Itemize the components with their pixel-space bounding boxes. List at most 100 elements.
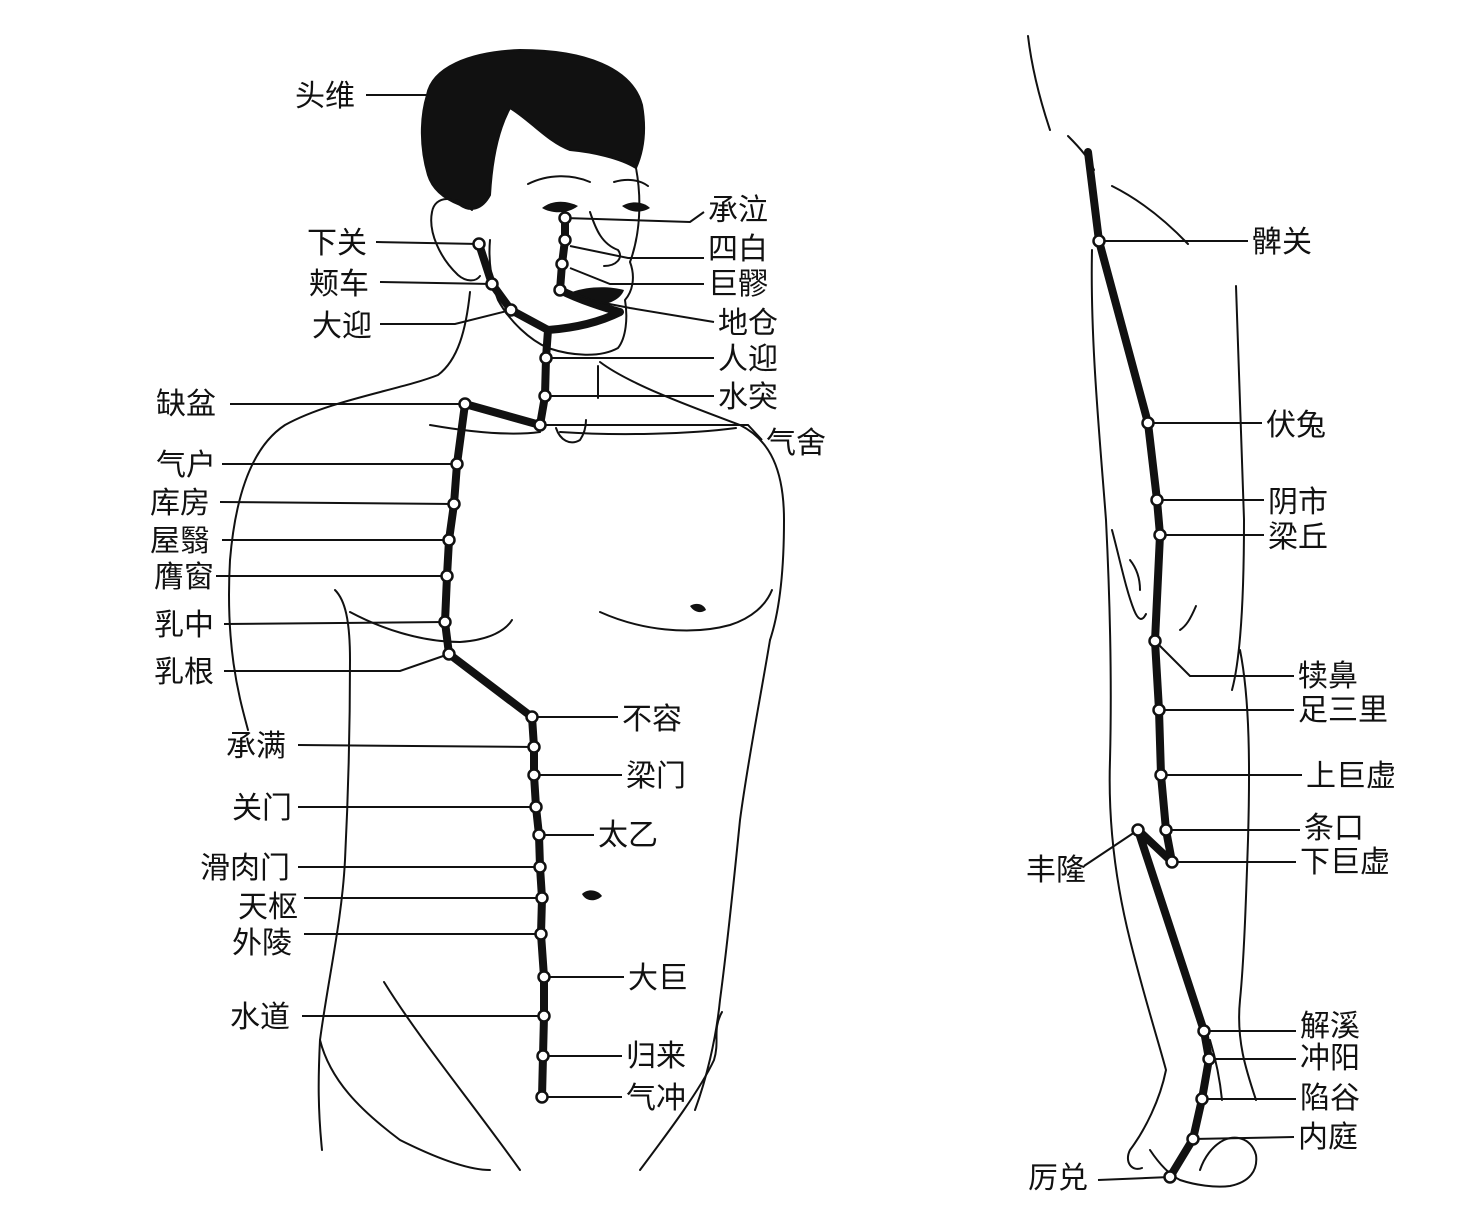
torso-point-daju: 大巨 xyxy=(537,961,688,996)
acupoint-label: 水道 xyxy=(230,1000,290,1035)
leader-line xyxy=(1154,640,1294,677)
acupoint-label: 颊车 xyxy=(309,267,369,302)
torso-point-taiyi: 太乙 xyxy=(532,818,658,853)
leg-figure xyxy=(1027,35,1258,1188)
leader-line xyxy=(297,744,535,748)
torso-point-xiaguan: 下关 xyxy=(307,226,486,261)
acupoint-marker xyxy=(537,970,551,984)
acupoint-label: 伏兔 xyxy=(1266,408,1326,443)
leg-point-tiaokou: 条口 xyxy=(1159,811,1364,846)
nose xyxy=(589,211,622,267)
acupoint-label: 水突 xyxy=(718,380,778,415)
torso-point-renying: 人迎 xyxy=(539,342,778,377)
acupoint-label: 内庭 xyxy=(1298,1120,1358,1155)
torso-point-quepen: 缺盆 xyxy=(156,387,472,422)
neck-left xyxy=(229,291,471,561)
torso-figure xyxy=(228,48,785,1171)
navel xyxy=(582,890,602,901)
torso-point-qichong: 气冲 xyxy=(535,1081,686,1116)
acupoint-marker xyxy=(555,257,569,271)
acupoint-label: 巨髎 xyxy=(708,267,768,302)
right-eyebrow xyxy=(613,178,649,187)
leader-line xyxy=(1097,1176,1171,1181)
acupoint-label: 滑肉门 xyxy=(200,851,290,886)
acupoint-label: 厉兑 xyxy=(1028,1161,1088,1196)
ankle-line xyxy=(1209,1039,1223,1101)
leader-line xyxy=(567,295,715,323)
torso-point-shuidao: 水道 xyxy=(230,1000,551,1035)
torso-point-ruzhong: 乳中 xyxy=(154,608,452,643)
torso-point-liangmen: 梁门 xyxy=(527,759,686,794)
acupoint-marker xyxy=(472,237,486,251)
acupoint-marker xyxy=(1150,493,1164,507)
acupoint-marker xyxy=(539,351,553,365)
acupoint-marker xyxy=(558,211,572,225)
leg-point-lidui: 厉兑 xyxy=(1028,1161,1177,1196)
acupoint-label: 犊鼻 xyxy=(1298,659,1358,694)
leg-back-thigh xyxy=(1231,285,1245,691)
left-inguinal xyxy=(383,981,521,1171)
leader-line xyxy=(375,241,480,245)
acupoint-label: 乳根 xyxy=(154,655,214,690)
acupoint-label: 下关 xyxy=(307,226,367,261)
face-outline xyxy=(488,167,641,356)
acupoint-marker xyxy=(1159,823,1173,837)
acupoint-label: 外陵 xyxy=(232,926,292,961)
leg-back-outline xyxy=(1027,35,1095,171)
acupoint-marker xyxy=(458,397,472,411)
torso-point-shuitu: 水突 xyxy=(538,380,778,415)
clavicle-left xyxy=(429,424,541,435)
acupoint-label: 承满 xyxy=(226,729,286,764)
acupoint-label: 不容 xyxy=(622,702,682,737)
hair xyxy=(420,48,645,210)
neck-right xyxy=(599,361,785,641)
acupoint-marker xyxy=(1163,1170,1177,1184)
leader-line xyxy=(223,621,446,625)
acupoint-marker xyxy=(1195,1092,1209,1106)
leg-point-futu: 伏兔 xyxy=(1141,408,1326,443)
ear xyxy=(430,198,481,282)
acupoint-marker xyxy=(553,283,567,297)
acupoint-marker xyxy=(538,389,552,403)
torso-point-jiache: 颊车 xyxy=(309,267,499,302)
acupoint-marker xyxy=(442,647,456,661)
acupoint-label: 膺窗 xyxy=(154,560,214,595)
acupoint-label: 归来 xyxy=(626,1039,686,1074)
torso-meridian-path xyxy=(441,214,624,1101)
acupoint-label: 大迎 xyxy=(312,309,372,344)
torso-point-chengqi: 承泣 xyxy=(558,193,768,228)
acupoint-label: 头维 xyxy=(295,79,355,114)
torso-point-rugen: 乳根 xyxy=(154,647,456,690)
leg-point-jiexi: 解溪 xyxy=(1197,1009,1360,1044)
knee-cap-right xyxy=(1179,605,1197,631)
leader-line xyxy=(224,653,450,672)
torso-point-touwei: 头维 xyxy=(295,79,428,114)
acupoint-label: 足三里 xyxy=(1298,693,1388,728)
torso-point-dicang: 地仓 xyxy=(553,283,778,341)
acupoint-label: 冲阳 xyxy=(1300,1041,1360,1076)
torso-point-wailing: 外陵 xyxy=(232,926,548,961)
acupoint-label: 髀关 xyxy=(1252,225,1312,260)
leg-point-liangqiu: 梁丘 xyxy=(1153,520,1328,555)
acupoint-label: 库房 xyxy=(150,486,210,521)
acupoint-marker xyxy=(442,533,456,547)
acupoint-marker xyxy=(1131,823,1145,837)
leg-point-chongyang: 冲阳 xyxy=(1202,1041,1360,1076)
torso-point-tianshu: 天枢 xyxy=(238,890,549,925)
leg-point-shangjuxu: 上巨虚 xyxy=(1154,759,1396,794)
leader-line xyxy=(564,211,705,224)
acupoint-marker xyxy=(536,1049,550,1063)
acupoint-label: 乳中 xyxy=(154,608,214,643)
acupoint-label: 四白 xyxy=(708,232,768,267)
acupoint-label: 大巨 xyxy=(628,961,688,996)
acupoint-marker xyxy=(438,615,452,629)
left-eyebrow xyxy=(527,175,591,185)
leader-line xyxy=(540,424,763,441)
acupoint-label: 下巨虚 xyxy=(1300,845,1390,880)
acupoint-label: 丰隆 xyxy=(1026,853,1086,888)
acupoint-marker xyxy=(450,457,464,471)
leg-point-dubi: 犊鼻 xyxy=(1148,634,1358,694)
acupoint-marker xyxy=(533,418,547,432)
leader-line xyxy=(219,501,455,505)
